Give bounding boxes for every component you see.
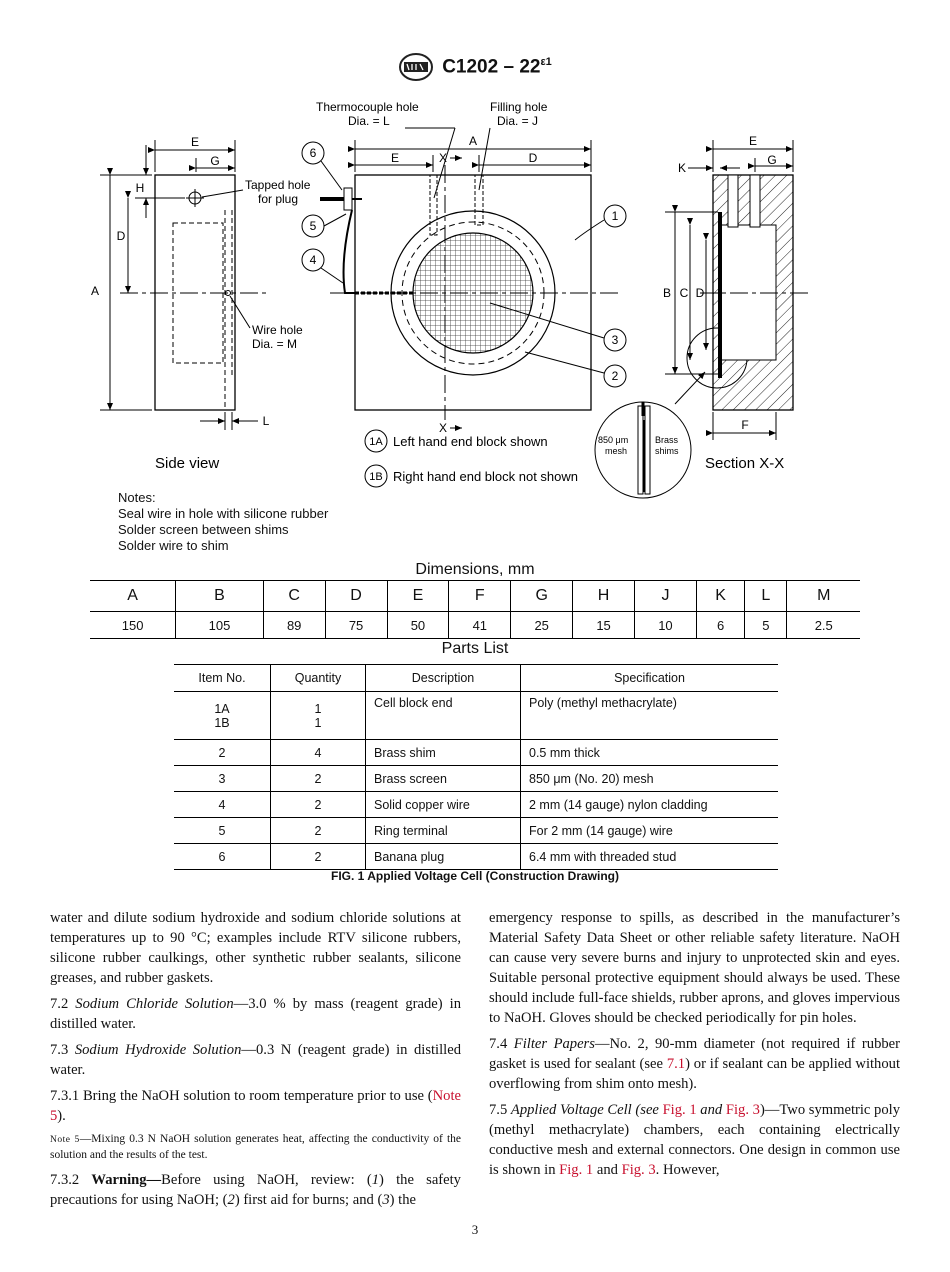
section-7-1-link[interactable]: 7.1	[666, 1056, 686, 1072]
note-5-link[interactable]: Note 5	[50, 1088, 461, 1124]
svg-text:G: G	[767, 153, 776, 167]
page-number: 3	[471, 1222, 479, 1237]
svg-text:for plug: for plug	[258, 192, 298, 206]
section-7-3: 7.3 Sodium Hydroxide Solution—0.3 N (rea…	[50, 1042, 461, 1078]
svg-text:F: F	[741, 418, 748, 432]
svg-text:G: G	[210, 154, 219, 168]
svg-text:Tapped hole: Tapped hole	[245, 178, 311, 192]
svg-text:Section X-X: Section X-X	[705, 455, 784, 472]
parts-title: Parts List	[441, 640, 509, 657]
svg-text:A: A	[469, 134, 477, 148]
svg-text:Dia. = J: Dia. = J	[497, 114, 538, 128]
svg-text:3: 3	[612, 333, 619, 347]
svg-text:shims: shims	[655, 446, 679, 456]
paragraph: water and dilute sodium hydroxide and so…	[50, 910, 461, 986]
svg-text:Dia. = L: Dia. = L	[348, 114, 390, 128]
parts-table: Item No. Quantity Description Specificat…	[174, 664, 778, 870]
svg-text:5: 5	[310, 219, 317, 233]
svg-text:K: K	[678, 161, 686, 175]
construction-drawing: E G H D A L Tapped hole for plug Wire ho…	[91, 100, 810, 499]
svg-text:Brass: Brass	[655, 435, 679, 445]
svg-text:D: D	[117, 229, 126, 243]
svg-text:D: D	[529, 151, 538, 165]
svg-text:A: A	[91, 284, 99, 298]
astm-logo-icon	[399, 53, 434, 81]
section-7-3-1: 7.3.1 Bring the NaOH solution to room te…	[50, 1088, 461, 1124]
page-header: C1202 – 22ε1	[0, 52, 950, 87]
fig-3-link[interactable]: Fig. 3	[621, 1162, 656, 1178]
section-7-5: 7.5 Applied Voltage Cell (see Fig. 1 and…	[489, 1102, 900, 1178]
section-7-3-2: 7.3.2 Warning—Before using NaOH, review:…	[50, 1172, 461, 1208]
svg-text:Filling hole: Filling hole	[490, 100, 548, 114]
dimensions-title: Dimensions, mm	[415, 561, 535, 578]
svg-text:X: X	[439, 421, 447, 435]
text-column-left: water and dilute sodium hydroxide and so…	[50, 908, 461, 1216]
section-view: E G K B C D F Section X-X	[663, 134, 810, 472]
fig-1-link[interactable]: Fig. 1	[662, 1102, 697, 1118]
drawing-notes: Notes: Seal wire in hole with silicone r…	[118, 490, 329, 553]
svg-text:Dia. = M: Dia. = M	[252, 337, 297, 351]
fig-1-link[interactable]: Fig. 1	[559, 1162, 594, 1178]
svg-text:X: X	[439, 151, 447, 165]
note-5: Note 5—Mixing 0.3 N NaOH solution genera…	[50, 1133, 461, 1161]
svg-text:4: 4	[310, 253, 317, 267]
svg-text:Side view: Side view	[155, 455, 219, 472]
svg-text:E: E	[391, 151, 399, 165]
paragraph: emergency response to spills, as describ…	[489, 910, 900, 1026]
side-view: E G H D A L Tapped hole for plug Wire ho…	[91, 135, 311, 472]
svg-text:C: C	[680, 286, 689, 300]
svg-text:E: E	[749, 134, 757, 148]
svg-text:Right hand end block not shown: Right hand end block not shown	[393, 469, 578, 484]
detail-view: 850 μm mesh Brass shims	[594, 327, 748, 499]
svg-text:Thermocouple hole: Thermocouple hole	[316, 100, 419, 114]
svg-text:L: L	[263, 414, 270, 428]
svg-text:B: B	[663, 286, 671, 300]
text-column-right: emergency response to spills, as describ…	[489, 908, 900, 1186]
svg-text:H: H	[136, 181, 145, 195]
fig-3-link[interactable]: Fig. 3	[725, 1102, 760, 1118]
svg-text:1: 1	[612, 209, 619, 223]
svg-text:D: D	[696, 286, 705, 300]
svg-text:1B: 1B	[369, 471, 382, 483]
svg-text:Wire hole: Wire hole	[252, 323, 303, 337]
svg-text:1A: 1A	[369, 436, 383, 448]
section-7-2: 7.2 Sodium Chloride Solution—3.0 % by ma…	[50, 996, 461, 1032]
svg-text:850 μm: 850 μm	[598, 435, 628, 445]
parts-header-row: Item No. Quantity Description Specificat…	[174, 664, 778, 692]
front-view: A E D X X Thermocouple hole Dia. = L Fil…	[301, 100, 627, 488]
svg-text:Left hand end block shown: Left hand end block shown	[393, 434, 548, 449]
figure-caption: FIG. 1 Applied Voltage Cell (Constructio…	[330, 869, 619, 883]
section-7-4: 7.4 Filter Papers—No. 2, 90-mm diameter …	[489, 1036, 901, 1092]
svg-text:E: E	[191, 135, 199, 149]
svg-text:2: 2	[612, 369, 619, 383]
standard-code: C1202 – 22ε1	[442, 55, 552, 78]
svg-text:mesh: mesh	[605, 446, 627, 456]
svg-text:6: 6	[310, 146, 317, 160]
